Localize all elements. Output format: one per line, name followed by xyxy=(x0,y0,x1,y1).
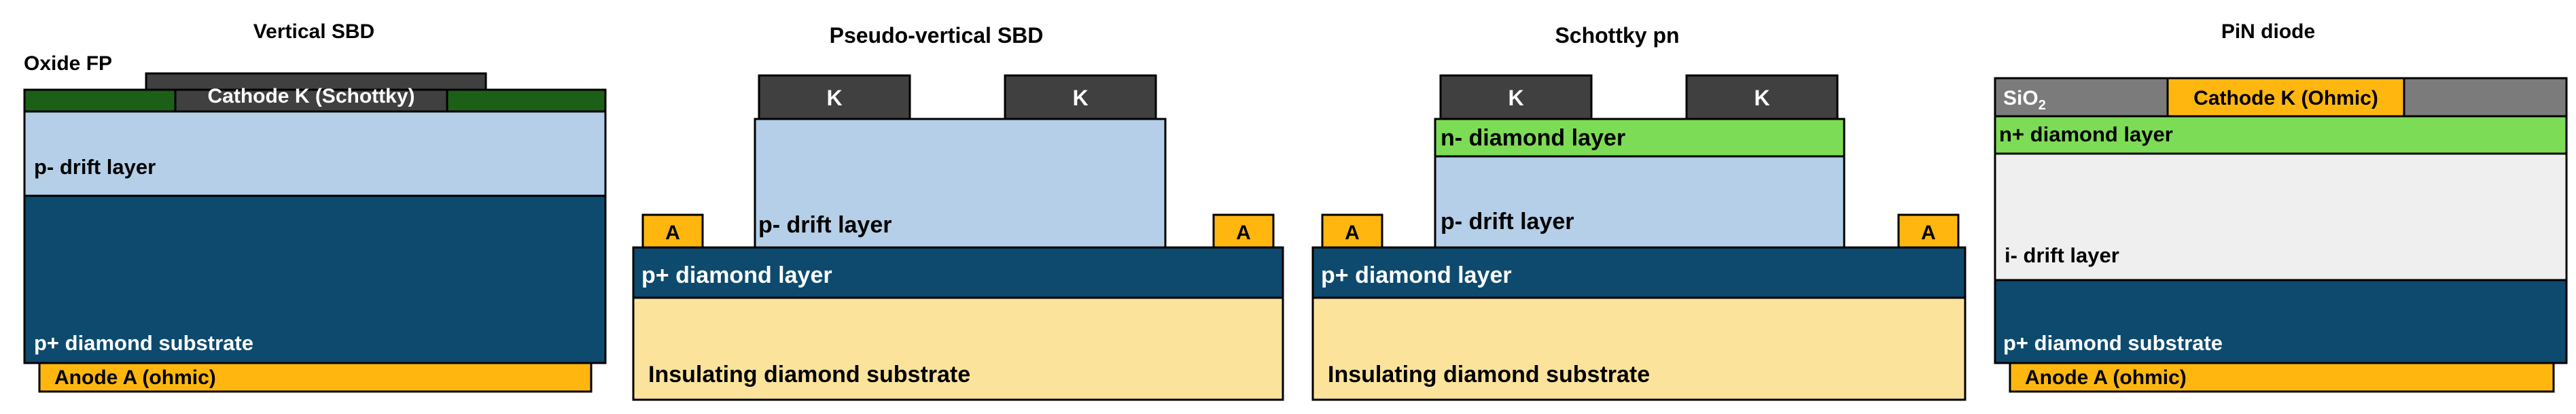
label-anode-left: A xyxy=(1345,222,1360,244)
label-n-minus-layer: n- diamond layer xyxy=(1441,125,1625,151)
cathode-contact xyxy=(2166,77,2405,118)
anode-contact-left xyxy=(1321,213,1383,249)
cathode-contact-lower xyxy=(174,88,448,113)
insulating-substrate xyxy=(632,296,1284,401)
title-schottky-pn: Schottky pn xyxy=(1555,23,1679,48)
label-cathode-right: K xyxy=(1754,86,1769,110)
p-minus-drift-layer xyxy=(1434,155,1846,249)
insulating-substrate xyxy=(1311,296,1966,401)
p-minus-drift-layer xyxy=(23,110,607,197)
label-anode-right: A xyxy=(1921,222,1936,244)
panel-pseudo-vertical-sbd: Pseudo-vertical SBD K K A A p- drift lay… xyxy=(632,23,1284,401)
label-sio2-main: SiO xyxy=(2003,87,2039,109)
label-insulating-substrate: Insulating diamond substrate xyxy=(1328,362,1650,387)
label-p-plus-substrate: p+ diamond substrate xyxy=(34,331,253,355)
label-p-minus-drift: p- drift layer xyxy=(1441,209,1574,235)
cathode-contact-left xyxy=(758,74,911,120)
panel-vertical-sbd: Vertical SBD Oxide FP Cathode K (Schottk… xyxy=(23,20,607,393)
label-cathode-schottky: Cathode K (Schottky) xyxy=(207,85,414,107)
label-cathode-left: K xyxy=(826,86,842,110)
label-sio2-subscript: 2 xyxy=(2039,98,2046,113)
title-vertical-sbd: Vertical SBD xyxy=(253,20,374,43)
anode-contact-left xyxy=(641,213,704,249)
label-insulating-substrate: Insulating diamond substrate xyxy=(648,362,970,387)
label-n-plus-layer: n+ diamond layer xyxy=(1999,122,2173,146)
label-i-drift: i- drift layer xyxy=(2005,243,2119,267)
label-p-plus-layer: p+ diamond layer xyxy=(1321,262,1512,288)
cathode-contact xyxy=(145,72,487,91)
anode-contact-right xyxy=(1212,213,1275,249)
sio2-passivation-left xyxy=(1994,77,2169,118)
n-plus-diamond-layer xyxy=(1994,115,2568,155)
p-plus-substrate xyxy=(23,194,607,364)
cathode-contact-left xyxy=(1439,74,1593,120)
label-p-plus-layer: p+ diamond layer xyxy=(641,262,832,288)
label-anode-ohmic: Anode A (ohmic) xyxy=(54,366,216,389)
label-anode-right: A xyxy=(1236,222,1251,244)
label-sio2: SiO2 xyxy=(2003,87,2046,113)
label-anode-left: A xyxy=(665,222,680,244)
label-p-minus-drift: p- drift layer xyxy=(758,212,892,238)
label-cathode-left: K xyxy=(1508,86,1523,110)
title-pin-diode: PiN diode xyxy=(2221,20,2315,43)
sio2-passivation-right xyxy=(2403,77,2568,118)
label-anode-ohmic: Anode A (ohmic) xyxy=(2025,366,2187,389)
panel-schottky-pn: Schottky pn K K n- diamond layer A A p- … xyxy=(1311,23,1966,401)
title-pseudo-vertical-sbd: Pseudo-vertical SBD xyxy=(830,23,1044,48)
label-p-plus-substrate: p+ diamond substrate xyxy=(2003,331,2223,355)
cathode-contact-right xyxy=(1685,74,1839,120)
p-plus-diamond-layer xyxy=(632,246,1284,299)
label-oxide-fp: Oxide FP xyxy=(24,52,112,75)
label-cathode-right: K xyxy=(1072,86,1088,110)
panel-pin-diode: PiN diode SiO2 Cathode K (Ohmic) n+ diam… xyxy=(1994,20,2568,393)
p-minus-drift-layer xyxy=(754,118,1167,249)
cathode-contact-right xyxy=(1004,74,1157,120)
anode-contact-right xyxy=(1897,213,1960,249)
anode-contact xyxy=(38,362,593,393)
label-cathode-ohmic: Cathode K (Ohmic) xyxy=(2193,87,2378,109)
i-drift-layer xyxy=(1994,152,2568,281)
n-minus-diamond-layer xyxy=(1434,118,1846,158)
label-p-minus-drift: p- drift layer xyxy=(34,155,156,179)
